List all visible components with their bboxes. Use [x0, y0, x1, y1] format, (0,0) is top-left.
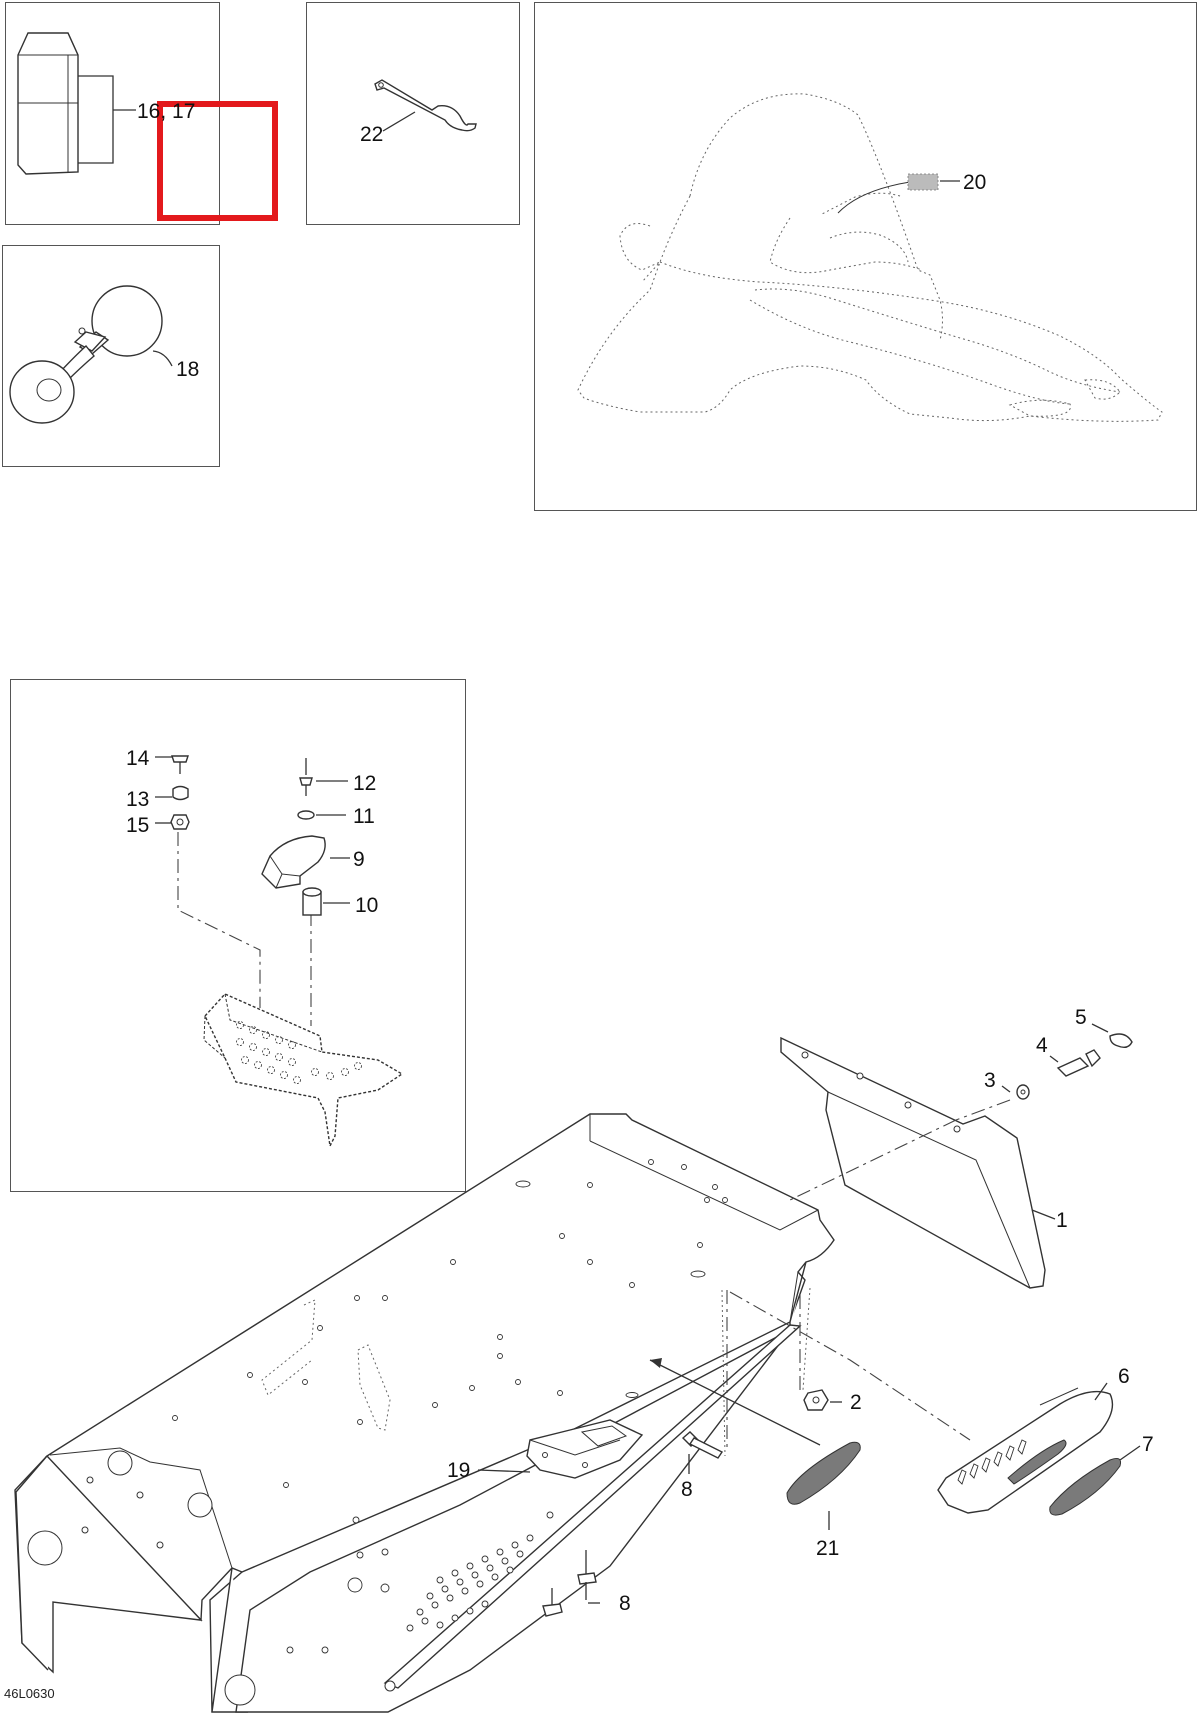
footrest-holes — [406, 1534, 534, 1632]
drawing-code: 46L0630 — [4, 1686, 55, 1701]
label-2: 2 — [850, 1391, 862, 1414]
bolt-4-icon — [1056, 1049, 1101, 1077]
label-13: 13 — [126, 788, 149, 811]
label-1: 1 — [1056, 1209, 1068, 1232]
tunnel-assembly-icon — [14, 1113, 835, 1713]
label-8-bottom: 8 — [619, 1592, 631, 1615]
label-12: 12 — [353, 772, 376, 795]
label-21: 21 — [816, 1537, 839, 1560]
label-14: 14 — [126, 747, 150, 770]
bracket-holes — [236, 1021, 362, 1084]
label-18: 18 — [176, 358, 199, 381]
horn-icon — [9, 285, 173, 424]
label-11: 11 — [353, 805, 375, 828]
bracket-detail-icon — [155, 755, 404, 1149]
clip-5-icon — [1109, 1033, 1133, 1049]
label-10: 10 — [355, 894, 378, 917]
label-7: 7 — [1142, 1433, 1154, 1456]
reflector-21-icon — [786, 1441, 861, 1505]
screw-8-icon — [681, 1431, 724, 1459]
label-20: 20 — [963, 171, 986, 194]
reflector-7-icon — [1049, 1458, 1121, 1516]
label-22: 22 — [360, 123, 383, 146]
spanner-wrench-icon — [374, 79, 477, 132]
screws-8-icon — [542, 1550, 597, 1617]
grab-handle-6-icon — [937, 1387, 1114, 1514]
label-16-17: 16, 17 — [137, 100, 195, 123]
windshield-hood-icon — [577, 93, 1163, 422]
inset-horn-18 — [2, 245, 220, 467]
highlight-box — [157, 101, 278, 221]
label-3: 3 — [984, 1069, 996, 1092]
label-15: 15 — [126, 814, 149, 837]
label-8-right: 8 — [681, 1478, 693, 1501]
label-4: 4 — [1036, 1034, 1048, 1057]
label-5: 5 — [1075, 1006, 1087, 1029]
snow-flap-icon — [780, 1036, 1046, 1289]
inset-bracket-detail — [10, 679, 466, 1192]
inset-windshield-20 — [534, 2, 1197, 511]
label-9: 9 — [353, 848, 365, 871]
label-6: 6 — [1118, 1365, 1130, 1388]
cover-part-icon — [17, 32, 136, 175]
label-19: 19 — [447, 1459, 470, 1482]
